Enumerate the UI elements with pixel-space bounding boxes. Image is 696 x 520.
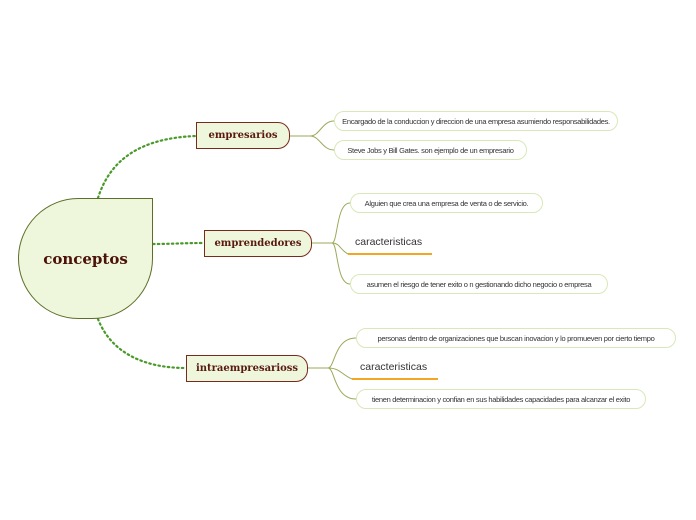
topic-node-emprendedores[interactable]: emprendedores (204, 230, 312, 257)
subtopic-label: Alguien que crea una empresa de venta o … (364, 198, 529, 208)
connector-empresarios (96, 134, 198, 200)
central-node-label: conceptos (43, 249, 128, 268)
connectors-intraempresarioss-children (308, 337, 357, 400)
subtopic-label: asumen el riesgo de tener exito o n gest… (366, 279, 592, 289)
connectors-empresarios-children (290, 120, 335, 151)
subtopic-label: Encargado de la conduccion y direccion d… (342, 116, 610, 126)
subtopic-empresarios-definition[interactable]: Encargado de la conduccion y direccion d… (334, 111, 618, 131)
topic-label: empresarios (208, 130, 278, 141)
topic-node-empresarios[interactable]: empresarios (196, 122, 290, 149)
subtopic-empresarios-example[interactable]: Steve Jobs y Bill Gates. son ejemplo de … (334, 140, 527, 160)
subtopic-label: personas dentro de organizaciones que bu… (377, 333, 655, 343)
subtopic-label: tienen determinacion y confian en sus ha… (371, 394, 631, 404)
caracteristicas-underline (352, 378, 438, 380)
topic-label: intraempresarioss (195, 363, 299, 374)
topic-label: emprendedores (214, 238, 302, 249)
subtopic-emprendedores-risk[interactable]: asumen el riesgo de tener exito o n gest… (350, 274, 608, 294)
subtopic-emprendedores-caracteristicas[interactable]: caracteristicas (355, 236, 423, 248)
topic-node-intraempresarioss[interactable]: intraempresarioss (186, 355, 308, 382)
subtopic-intraempresarioss-determination[interactable]: tienen determinacion y confian en sus ha… (356, 389, 646, 409)
caracteristicas-underline (348, 253, 432, 255)
subtopic-emprendedores-definition[interactable]: Alguien que crea una empresa de venta o … (350, 193, 543, 213)
central-node[interactable]: conceptos (18, 198, 153, 319)
subtopic-intraempresarioss-caracteristicas[interactable]: caracteristicas (360, 361, 428, 373)
connector-intraempresarioss (96, 317, 188, 370)
connector-emprendedores (151, 241, 206, 246)
connectors-emprendedores-children (312, 202, 351, 285)
subtopic-intraempresarioss-definition[interactable]: personas dentro de organizaciones que bu… (356, 328, 676, 348)
subtopic-label: Steve Jobs y Bill Gates. son ejemplo de … (347, 145, 514, 155)
